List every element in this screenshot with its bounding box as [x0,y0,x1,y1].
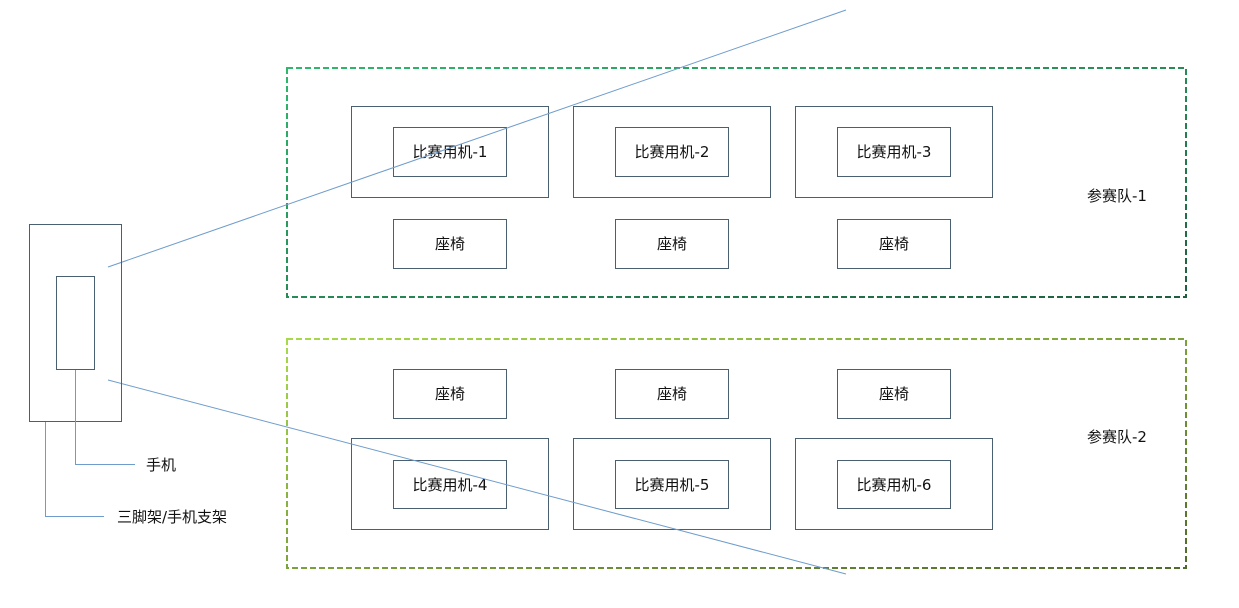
team-2-label: 参赛队-2 [1087,428,1147,446]
desk-4 [351,438,549,530]
chair-5 [615,369,729,419]
team-1-area [286,67,1187,298]
machine-2 [615,127,729,177]
workstation-2: 比赛用机-2 [573,106,771,198]
workstation-6: 比赛用机-6 [795,438,993,530]
machine-1-label: 比赛用机-1 [413,143,488,161]
chair-1-label: 座椅 [435,235,465,253]
phone-label: 手机 [146,456,176,474]
stand-leader-line [45,422,104,517]
chair-4-label: 座椅 [435,385,465,403]
desk-3 [795,106,993,198]
chair-5-label: 座椅 [657,385,687,403]
phone [56,276,95,370]
machine-5 [615,460,729,509]
desk-6 [795,438,993,530]
machine-2-label: 比赛用机-2 [635,143,710,161]
machine-5-label: 比赛用机-5 [635,476,710,494]
desk-2 [573,106,771,198]
machine-4-label: 比赛用机-4 [413,476,488,494]
chair-2-label: 座椅 [657,235,687,253]
machine-6-label: 比赛用机-6 [857,476,932,494]
chair-3 [837,219,951,269]
chair-1 [393,219,507,269]
chair-4 [393,369,507,419]
chair-6 [837,369,951,419]
workstation-1: 比赛用机-1 [351,106,549,198]
team-2-area [286,338,1187,569]
machine-3 [837,127,951,177]
stand-label: 三脚架/手机支架 [117,508,227,526]
desk-5 [573,438,771,530]
camera-view-line-top [107,9,847,268]
workstation-3: 比赛用机-3 [795,106,993,198]
machine-3-label: 比赛用机-3 [857,143,932,161]
chair-2 [615,219,729,269]
workstation-4: 比赛用机-4 [351,438,549,530]
machine-6 [837,460,951,509]
workstation-5: 比赛用机-5 [573,438,771,530]
camera-view-line-bottom [107,379,847,575]
desk-1 [351,106,549,198]
chair-3-label: 座椅 [879,235,909,253]
machine-1 [393,127,507,177]
phone-leader-line [75,370,135,465]
chair-6-label: 座椅 [879,385,909,403]
team-1-label: 参赛队-1 [1087,187,1147,205]
